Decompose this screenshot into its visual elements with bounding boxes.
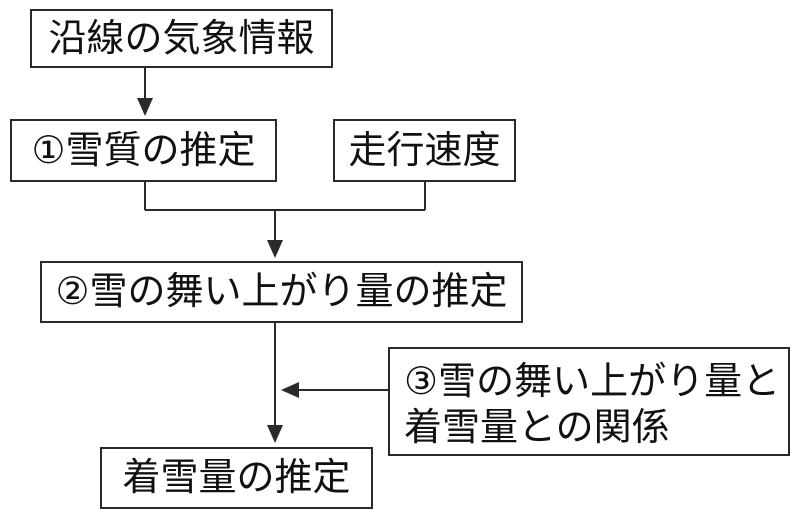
accretion-estimate-label: 着雪量の推定 [122,455,351,500]
blowup-estimate-box: ②雪の舞い上がり量の推定 [40,261,523,323]
weather-info-box: 沿線の気象情報 [30,9,333,68]
relation-label-line1: ③雪の舞い上がり量と [404,359,781,403]
running-speed-label: 走行速度 [348,127,501,172]
relation-box: ③雪の舞い上がり量と 着雪量との関係 [388,347,790,456]
blowup-estimate-label: ②雪の舞い上がり量の推定 [55,269,508,314]
accretion-estimate-box: 着雪量の推定 [100,447,373,509]
snow-quality-label: ①雪質の推定 [31,127,256,172]
weather-info-label: 沿線の気象情報 [48,15,315,60]
snow-quality-box: ①雪質の推定 [10,119,277,182]
relation-label-line2: 着雪量との関係 [404,404,670,449]
running-speed-box: 走行速度 [333,119,516,182]
